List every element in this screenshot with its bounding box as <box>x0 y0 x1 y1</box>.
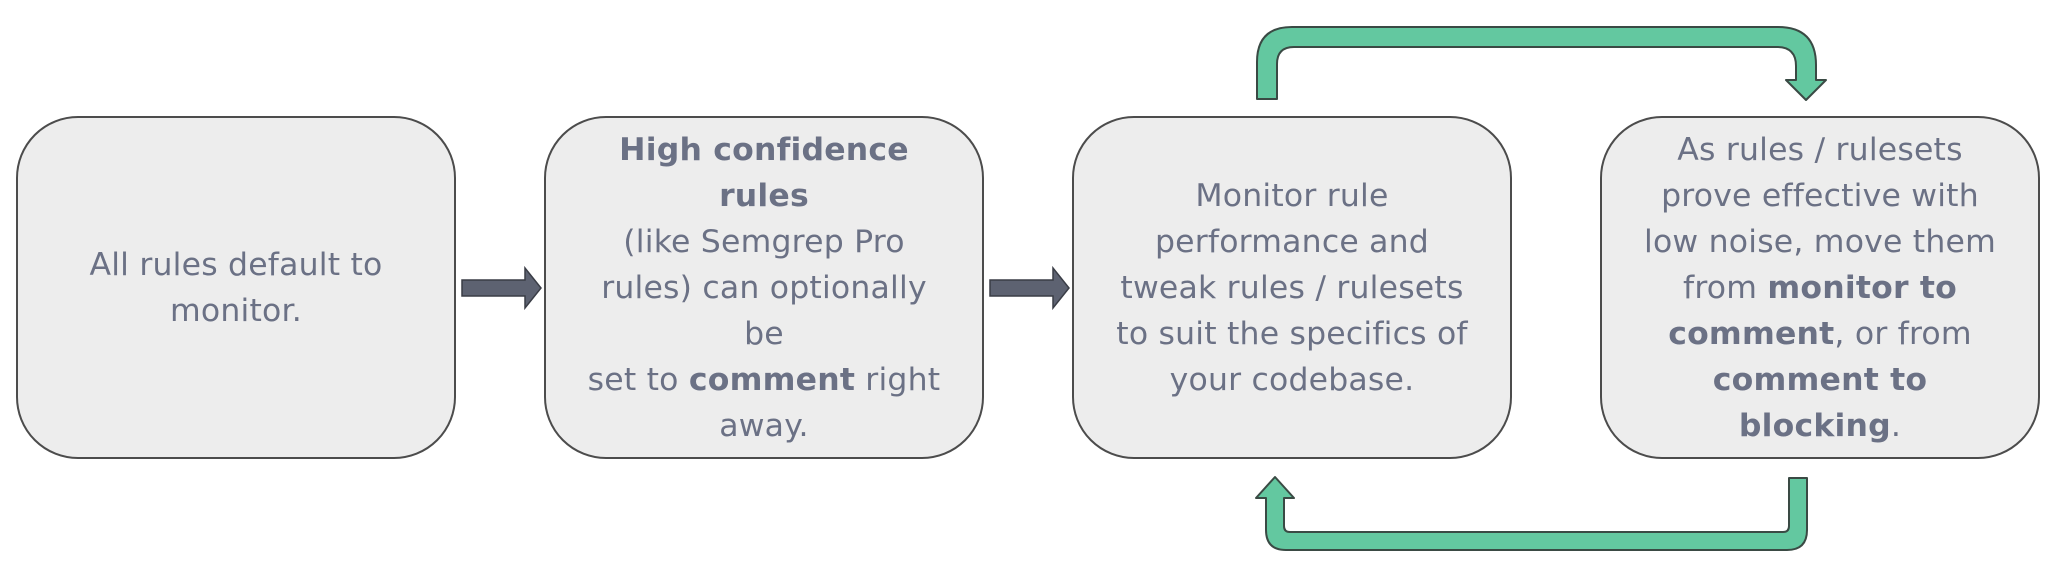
step-4-line-5-bold: comment <box>1668 315 1835 352</box>
step-3-text: Monitor rule performance and tweak rules… <box>1116 173 1467 403</box>
step-2-line-4-post: right <box>855 361 941 398</box>
step-4-line-4-bold: monitor to <box>1767 269 1957 306</box>
step-3-line-3: tweak rules / rulesets <box>1120 269 1464 306</box>
step-2-line-4-bold: comment <box>688 361 856 398</box>
step-2-text: High confidence rules (like Semgrep Pro … <box>586 127 942 449</box>
step-1-line-2: monitor. <box>170 292 302 329</box>
step-2-line-2: (like Semgrep Pro <box>623 223 905 260</box>
step-box-high-confidence: High confidence rules (like Semgrep Pro … <box>544 116 984 459</box>
step-4-line-5-post: , or from <box>1834 315 1972 352</box>
loop-arrow-bottom-4-to-3 <box>1255 476 1808 551</box>
arrow-right-2-to-3 <box>989 265 1070 311</box>
step-2-line-5: away. <box>719 407 809 444</box>
step-1-line-1: All rules default to <box>89 246 383 283</box>
step-4-line-6-bold: comment to blocking <box>1712 361 1928 444</box>
step-4-text: As rules / rulesets prove effective with… <box>1642 127 1998 449</box>
step-4-line-3: low noise, move them <box>1644 223 1996 260</box>
step-3-line-1: Monitor rule <box>1195 177 1389 214</box>
step-3-line-5: your codebase. <box>1169 361 1415 398</box>
step-1-text: All rules default to monitor. <box>89 242 382 334</box>
step-box-monitor-performance: Monitor rule performance and tweak rules… <box>1072 116 1512 459</box>
step-2-line-3: rules) can optionally be <box>601 269 927 352</box>
arrow-right-1-to-2 <box>461 265 542 311</box>
step-3-line-2: performance and <box>1154 223 1429 260</box>
step-4-line-1: As rules / rulesets <box>1677 131 1963 168</box>
step-box-default-monitor: All rules default to monitor. <box>16 116 456 459</box>
step-4-line-6-post: . <box>1890 407 1902 444</box>
step-2-line-1-bold: High confidence rules <box>619 131 909 214</box>
step-2-line-4-pre: set to <box>587 361 689 398</box>
step-4-line-4-pre: from <box>1683 269 1768 306</box>
step-3-line-4: to suit the specifics of <box>1116 315 1468 352</box>
loop-arrow-top-3-to-4 <box>1256 26 1827 101</box>
step-box-promote-rules: As rules / rulesets prove effective with… <box>1600 116 2040 459</box>
step-4-line-2: prove effective with <box>1661 177 1979 214</box>
